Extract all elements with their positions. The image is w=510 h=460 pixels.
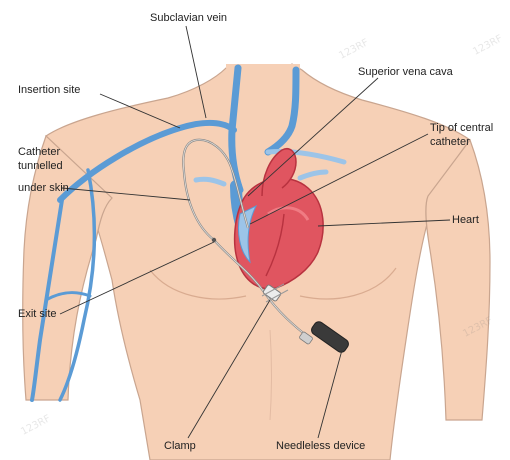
label-subclavian-vein: Subclavian vein	[150, 12, 227, 25]
label-catheter-tunnelled-line1: Catheter	[18, 146, 60, 159]
label-needleless-device: Needleless device	[276, 440, 365, 453]
label-exit-site: Exit site	[18, 308, 57, 321]
label-superior-vena-cava: Superior vena cava	[358, 66, 453, 79]
label-heart: Heart	[452, 214, 479, 227]
label-tip-of-central-catheter-line1: Tip of central	[430, 122, 493, 135]
label-catheter-tunnelled-line2: tunnelled	[18, 160, 63, 173]
label-insertion-site: Insertion site	[18, 84, 80, 97]
label-clamp: Clamp	[164, 440, 196, 453]
label-tip-of-central-catheter-line2: catheter	[430, 136, 470, 149]
exit-site-marker	[212, 238, 216, 242]
label-catheter-tunnelled-line3: under skin	[18, 182, 69, 195]
